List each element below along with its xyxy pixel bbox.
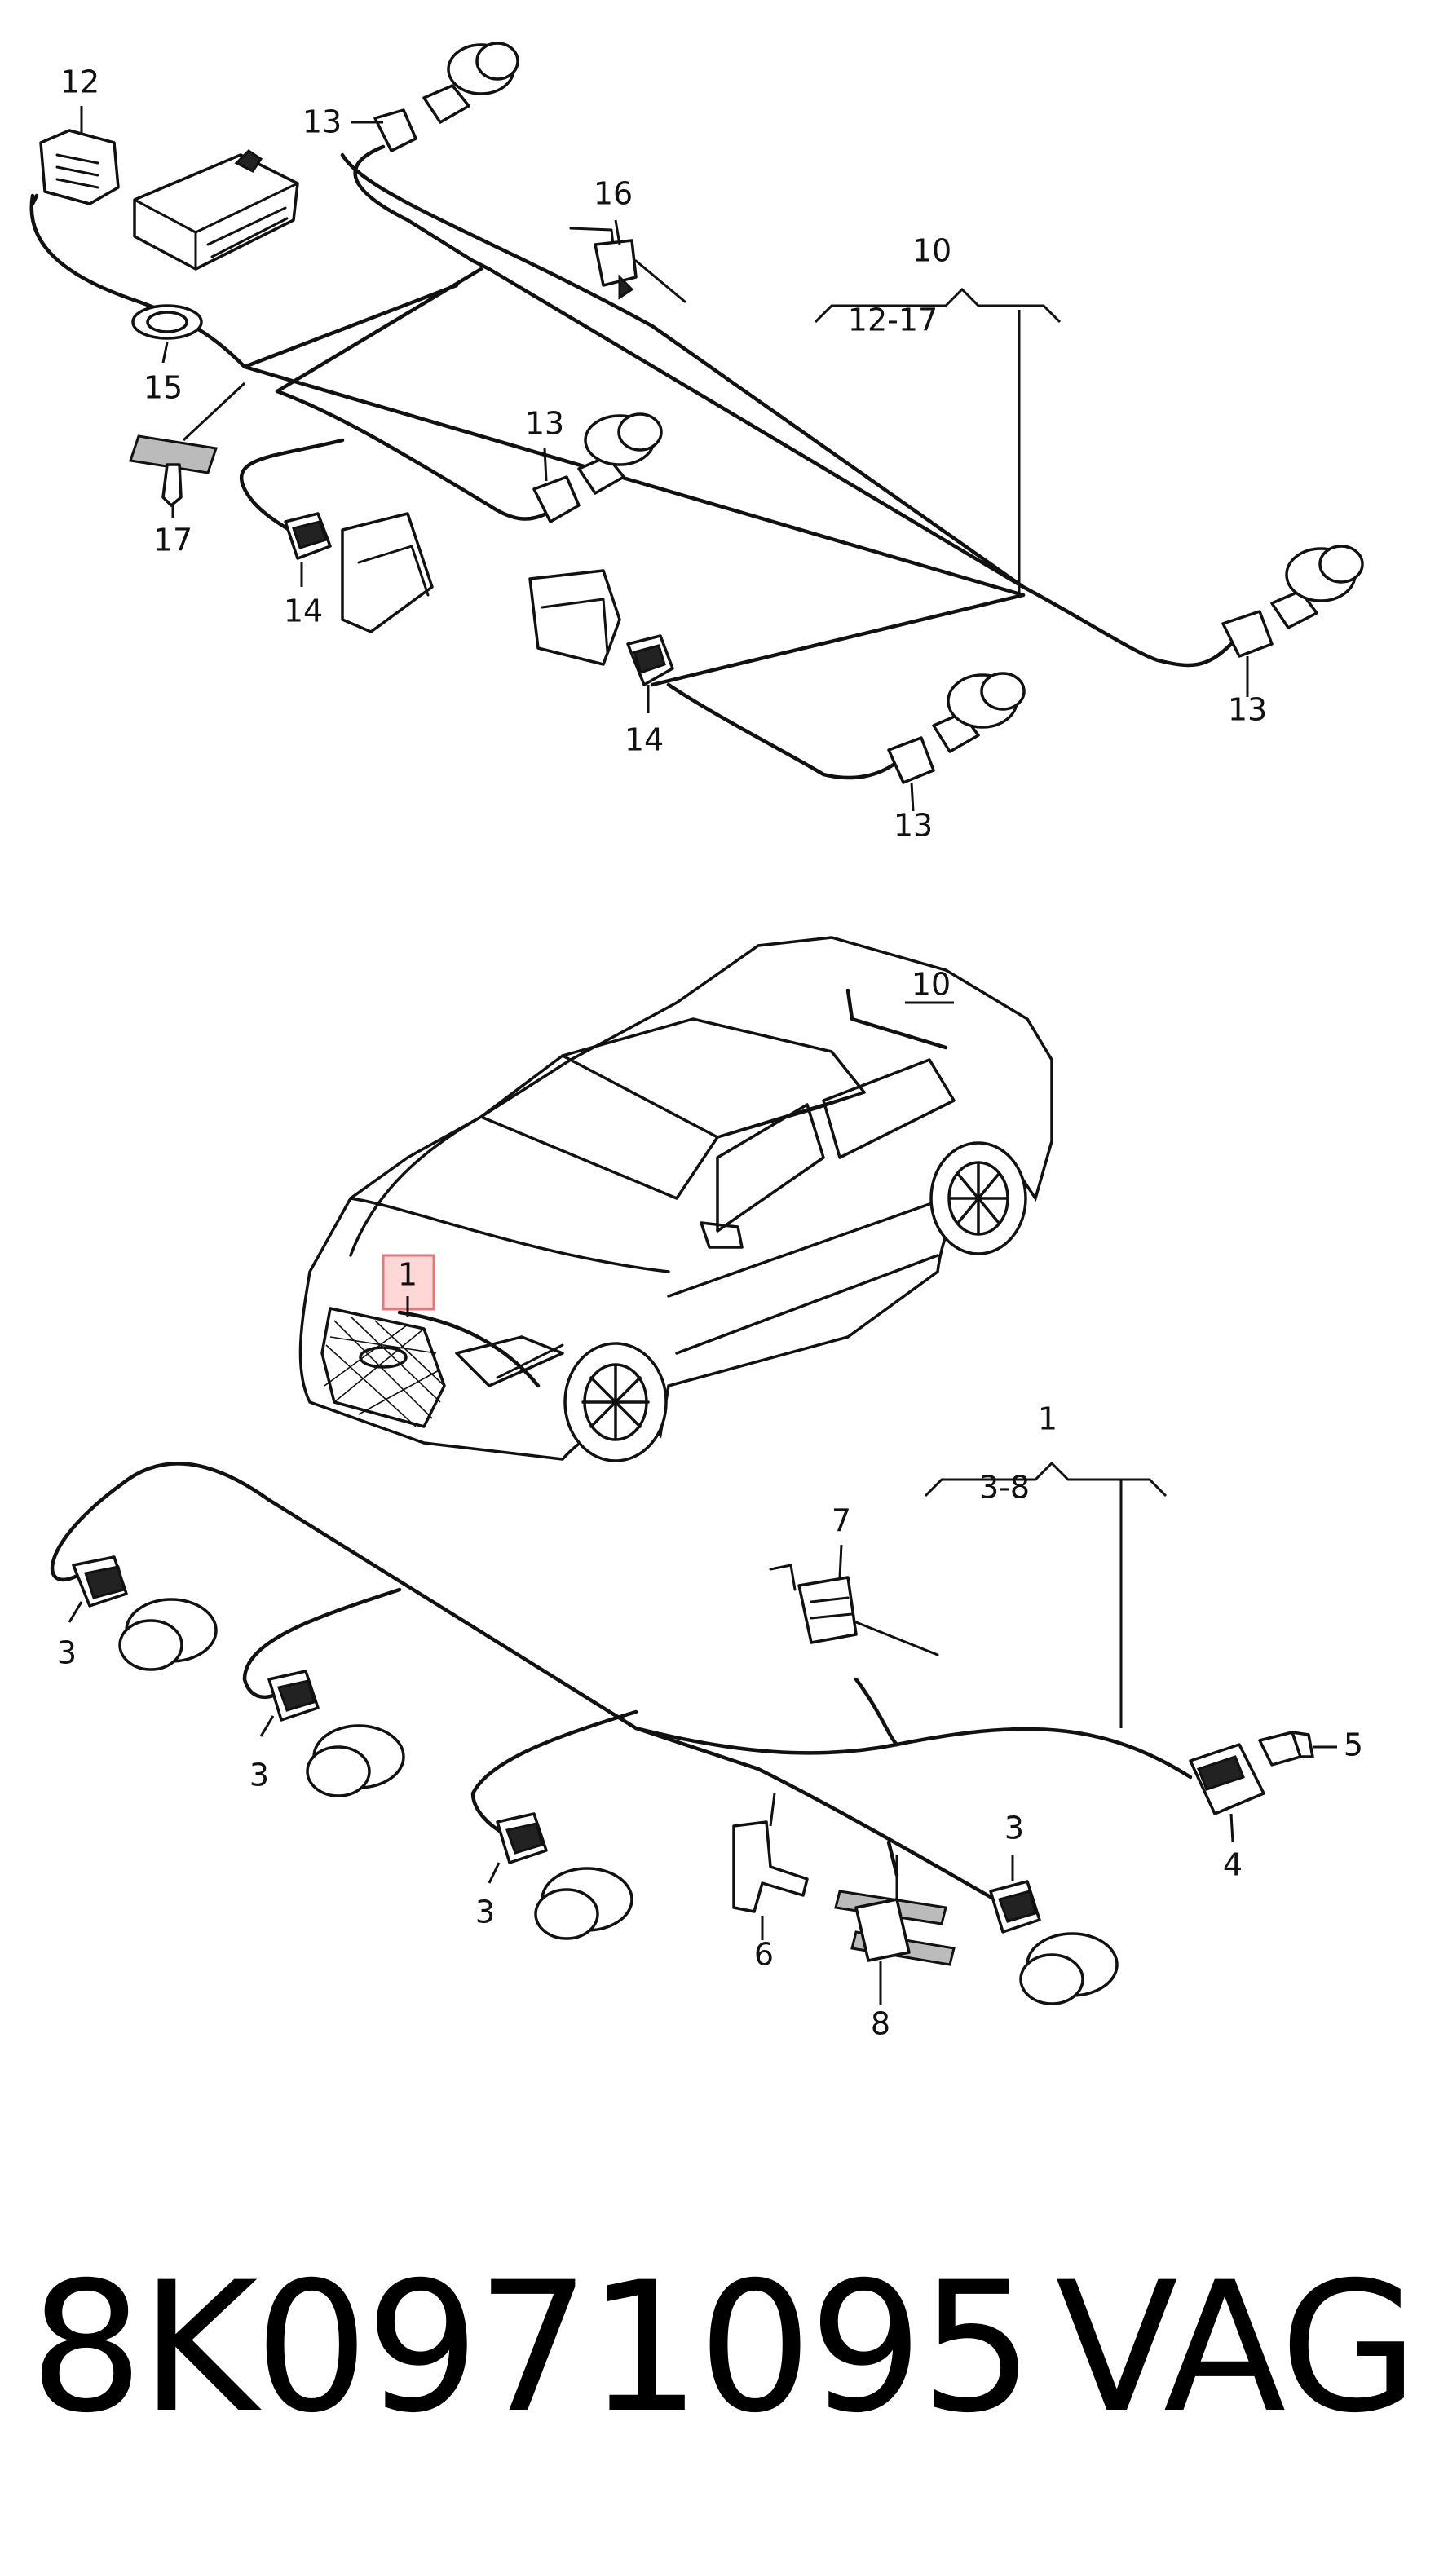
- callout-10-top: 10: [912, 233, 951, 269]
- parking-aid-control-unit: [133, 149, 299, 271]
- callout-13-right: 13: [1228, 692, 1267, 728]
- part-number: 8K0971095: [29, 2243, 1034, 2452]
- sensor-13-right: [1221, 545, 1364, 658]
- callout-6: 6: [754, 1937, 774, 1973]
- callout-12: 12: [60, 64, 99, 100]
- connector-12: [30, 129, 120, 206]
- callout-13-lower: 13: [894, 808, 933, 844]
- callout-15: 15: [143, 370, 183, 406]
- callout-3-third: 3: [475, 1895, 495, 1930]
- callout-3-8: 3-8: [979, 1470, 1030, 1506]
- footer: 8K0971095 VAG: [0, 2250, 1448, 2446]
- connector-5: [1258, 1731, 1314, 1767]
- connector-4: [1189, 1743, 1265, 1815]
- callout-12-17: 12-17: [848, 302, 938, 338]
- callout-7: 7: [832, 1503, 851, 1539]
- callout-13-middle: 13: [525, 406, 564, 442]
- callout-3-second: 3: [249, 1758, 269, 1793]
- callout-1-car: 1: [398, 1257, 417, 1293]
- callout-17: 17: [153, 523, 192, 558]
- callout-16: 16: [594, 176, 633, 212]
- bracket-7: [769, 1564, 939, 1656]
- sensor-13-lower: [887, 672, 1026, 784]
- callout-13-top: 13: [302, 104, 342, 140]
- callout-14-right: 14: [625, 722, 664, 758]
- module-14-right: [528, 569, 674, 686]
- sensor-3-third: [496, 1812, 634, 1940]
- sensor-3-left: [72, 1555, 218, 1671]
- bracket-6: [732, 1820, 809, 1913]
- bracket-16: [569, 227, 686, 303]
- callout-14-left: 14: [284, 593, 323, 629]
- clip-17: [129, 382, 246, 507]
- callout-1-bottom: 1: [1038, 1401, 1057, 1437]
- sensor-3-second: [267, 1670, 405, 1797]
- callout-10-car: 10: [912, 967, 951, 1003]
- front-wiring-harness: [50, 1462, 1193, 1902]
- brand-label: VAG: [1055, 2243, 1419, 2452]
- rear-wiring-harness: [29, 144, 1234, 780]
- callout-3-right: 3: [1004, 1811, 1024, 1846]
- sensor-13-top: [373, 42, 519, 152]
- sensor-13-middle: [532, 412, 663, 523]
- car-grille: [320, 1307, 446, 1428]
- car-illustration: [298, 936, 1053, 1462]
- module-14-left: [284, 512, 434, 633]
- callout-3-left: 3: [57, 1635, 77, 1671]
- bracket-8: [834, 1890, 956, 1966]
- callout-4: 4: [1223, 1847, 1243, 1883]
- callout-8: 8: [871, 2006, 890, 2042]
- grommet-15: [131, 304, 203, 340]
- sensor-3-right: [989, 1880, 1119, 2005]
- callout-5: 5: [1344, 1727, 1363, 1763]
